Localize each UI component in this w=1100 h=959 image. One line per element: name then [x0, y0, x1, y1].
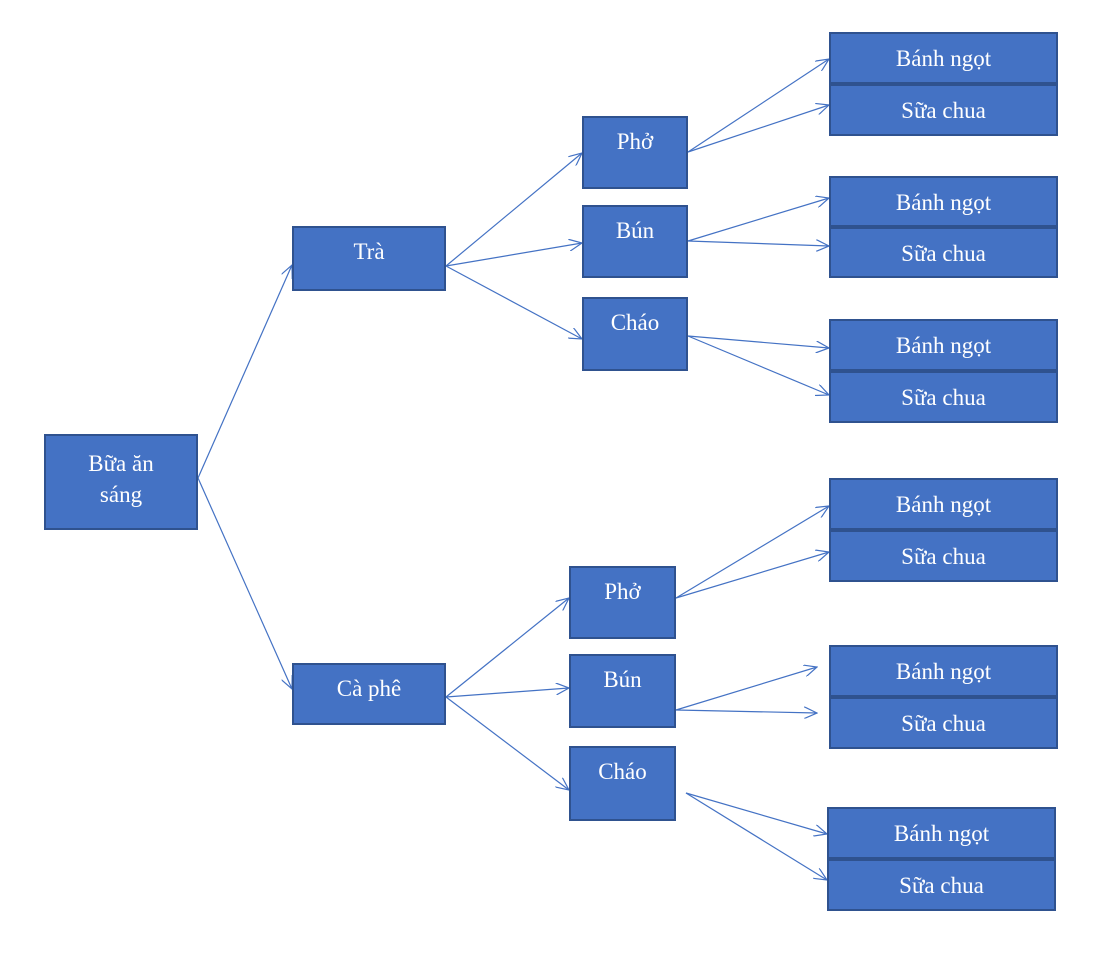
leaf-banh-ngot: Bánh ngọt	[827, 807, 1056, 859]
connector-arrow	[687, 241, 829, 246]
leaf-banh-ngot: Bánh ngọt	[829, 645, 1058, 697]
connector-arrow	[675, 710, 817, 713]
connector-arrow	[687, 105, 829, 153]
connector-arrow	[687, 335, 829, 348]
dish-node-chao-2: Cháo	[569, 746, 676, 821]
leaf-sua-chua: Sữa chua	[829, 371, 1058, 423]
leaf-banh-ngot: Bánh ngọt	[829, 478, 1058, 530]
drink-label: Trà	[353, 239, 385, 264]
drink-label: Cà phê	[336, 676, 402, 701]
dish-node-pho-2: Phở	[569, 566, 676, 639]
drink-node-tra: Trà	[292, 226, 446, 291]
connector-arrow	[197, 265, 292, 479]
connector-arrow	[675, 506, 829, 599]
leaf-sua-chua: Sữa chua	[829, 84, 1058, 136]
connector-arrow	[685, 792, 827, 834]
leaf-sua-chua: Sữa chua	[829, 227, 1058, 278]
connector-arrow	[445, 265, 582, 339]
dish-label: Cháo	[598, 759, 647, 784]
leaf-sua-chua: Sữa chua	[827, 859, 1056, 911]
connector-arrow	[445, 153, 582, 267]
drink-node-ca-phe: Cà phê	[292, 663, 446, 725]
connector-arrow	[687, 59, 829, 153]
leaf-sua-chua: Sữa chua	[829, 697, 1058, 749]
connector-arrow	[687, 198, 829, 242]
connector-arrow	[675, 667, 817, 711]
dish-node-chao-1: Cháo	[582, 297, 688, 371]
connector-arrow	[687, 335, 829, 395]
leaf-banh-ngot: Bánh ngọt	[829, 176, 1058, 227]
dish-label: Bún	[603, 667, 642, 692]
connector-arrow	[445, 598, 569, 698]
connector-arrow	[445, 688, 569, 698]
leaf-banh-ngot: Bánh ngọt	[829, 32, 1058, 84]
connector-arrow	[675, 552, 829, 599]
leaf-banh-ngot: Bánh ngọt	[829, 319, 1058, 371]
connector-arrow	[445, 243, 582, 267]
dish-label: Phở	[616, 129, 654, 154]
dish-node-bun-1: Bún	[582, 205, 688, 278]
connector-arrow	[197, 477, 292, 689]
dish-label: Bún	[615, 218, 655, 243]
leaf-sua-chua: Sữa chua	[829, 530, 1058, 582]
root-label-line1: Bữa ăn	[88, 451, 154, 476]
dish-node-pho-1: Phở	[582, 116, 688, 189]
connector-arrow	[685, 792, 827, 880]
root-node: Bữa ăn sáng	[44, 434, 198, 530]
dish-node-bun-2: Bún	[569, 654, 676, 728]
dish-label: Cháo	[610, 310, 660, 335]
root-label-line2: sáng	[99, 482, 143, 507]
dish-label: Phở	[604, 579, 641, 604]
connector-arrow	[445, 696, 569, 790]
